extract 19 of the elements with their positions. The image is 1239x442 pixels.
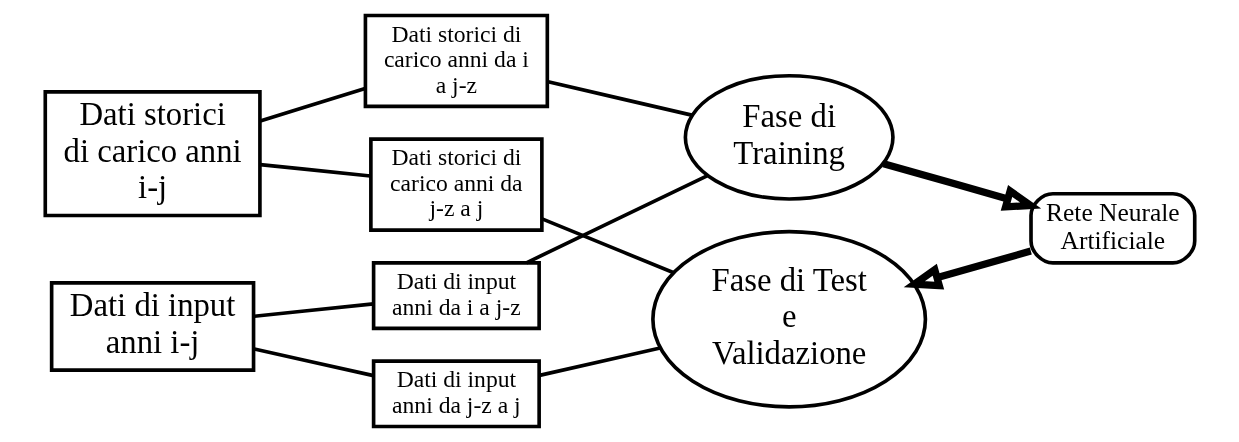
node-box: Dati di input anni i-j xyxy=(49,281,255,372)
node-box: Dati di input anni da j-z a j xyxy=(371,359,541,429)
connector xyxy=(259,162,371,178)
node-ellipse: Fase di Training xyxy=(683,73,895,201)
arrow xyxy=(882,160,1041,211)
node-box: Dati storici di carico anni da j-z a j xyxy=(368,137,544,232)
node-box: Dati storici di carico anni i-j xyxy=(42,90,262,218)
node-box: Dati storici di carico anni da i a j-z xyxy=(363,13,549,109)
connector xyxy=(540,217,674,275)
node-box: Dati di input anni da i a j-z xyxy=(371,261,541,331)
connector xyxy=(253,347,374,378)
connector xyxy=(525,174,708,265)
connector xyxy=(538,346,661,378)
connector xyxy=(259,86,366,123)
connector xyxy=(253,302,374,319)
node-box: Rete Neurale Artificiale xyxy=(1028,191,1197,265)
connector xyxy=(547,80,692,117)
arrow xyxy=(903,247,1032,290)
node-ellipse: Fase di Test e Validazione xyxy=(650,229,927,409)
